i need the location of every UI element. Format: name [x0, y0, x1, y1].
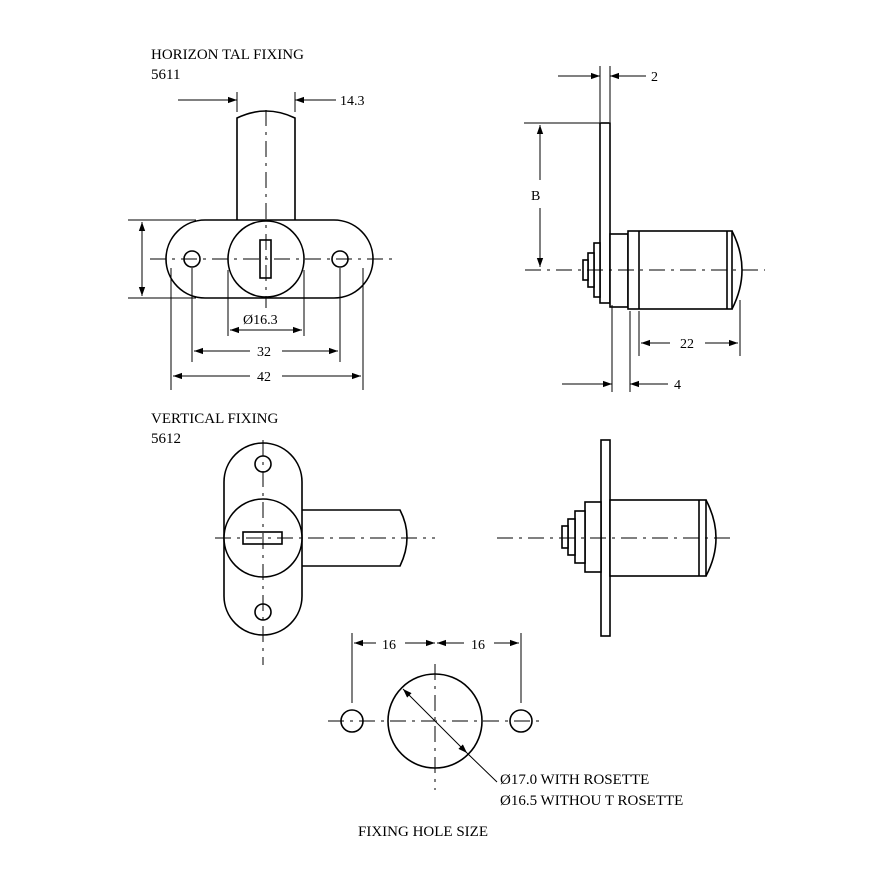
- horizontal-fixing-side-view: 2 B 22 4: [524, 66, 765, 393]
- fixing-hole-caption: FIXING HOLE SIZE: [358, 824, 488, 840]
- rear-washer: [574, 510, 586, 564]
- dim-2: 2: [651, 70, 658, 85]
- diameter-arrow: [402, 688, 468, 754]
- dim-32: 32: [257, 345, 271, 360]
- dim-42: 42: [257, 370, 271, 385]
- dim-16-right: 16: [471, 638, 485, 653]
- horizontal-fixing-front-view: HORIZON TAL FIXING 5611 14.3: [128, 47, 395, 390]
- note-with-rosette: Ø17.0 WITH ROSETTE: [500, 772, 649, 788]
- vertical-fixing-title: VERTICAL FIXING: [151, 411, 278, 427]
- horizontal-fixing-title: HORIZON TAL FIXING: [151, 47, 304, 63]
- collar-rear: [584, 501, 602, 573]
- note-without-rosette: Ø16.5 WITHOU T ROSETTE: [500, 793, 683, 809]
- horizontal-fixing-code: 5611: [151, 67, 180, 83]
- leader-line: [466, 752, 498, 783]
- dim-4: 4: [674, 378, 681, 393]
- dim-14-3: 14.3: [340, 94, 365, 109]
- dim-22: 22: [680, 337, 694, 352]
- mounting-plate: [599, 122, 611, 304]
- vertical-fixing-side-view: [497, 439, 735, 637]
- dim-b: B: [531, 189, 540, 204]
- rear-nut: [567, 518, 576, 556]
- fixing-hole-diagram: 16 16 Ø17.0 WITH ROSETTE Ø16.5 WITHOU T …: [328, 633, 683, 840]
- dim-16-left: 16: [382, 638, 396, 653]
- small-hole-right: [509, 709, 533, 733]
- rear-stub: [561, 525, 569, 549]
- dim-dia-16-3: Ø16.3: [243, 313, 278, 328]
- vertical-fixing-code: 5612: [151, 431, 181, 447]
- vertical-fixing-front-view: VERTICAL FIXING 5612: [151, 411, 435, 665]
